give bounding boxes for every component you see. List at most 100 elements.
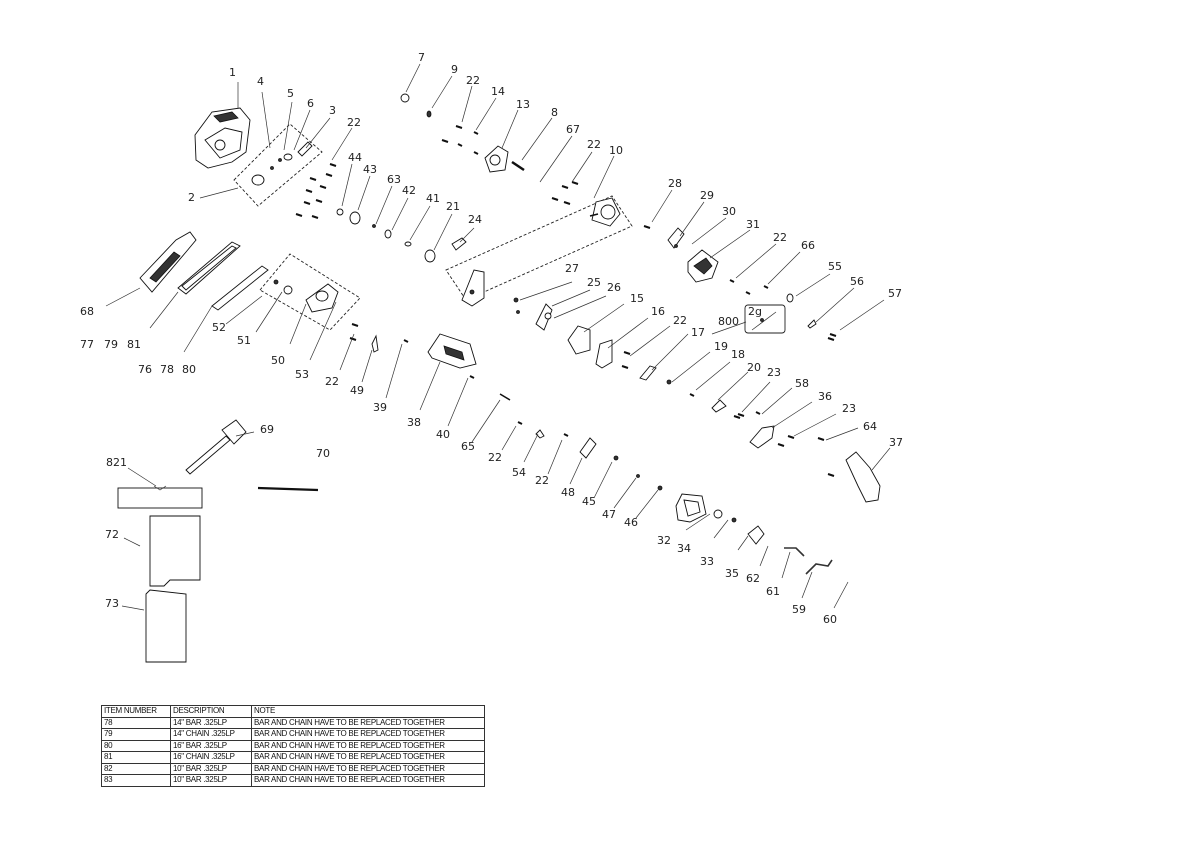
callout-22-c: 22 [587,138,601,151]
leader-lines [105,63,891,611]
callout-15: 15 [630,292,644,305]
callout-10: 10 [609,144,623,157]
callout-30: 30 [722,205,736,218]
callout-16: 16 [651,305,665,318]
callout-52: 52 [212,321,226,334]
manual-73 [145,589,187,663]
callout-54: 54 [512,466,526,479]
table-row: 82 10" BAR .325LP BAR AND CHAIN HAVE TO … [101,762,485,775]
parts-table: ITEM NUMBER DESCRIPTION NOTE 78 14" BAR … [101,705,485,787]
callout-53: 53 [295,368,309,381]
callout-43: 43 [363,163,377,176]
callout-61: 61 [766,585,780,598]
table-row: 83 10" BAR .325LP BAR AND CHAIN HAVE TO … [101,774,485,787]
callout-22-a: 22 [347,116,361,129]
table-header-row: ITEM NUMBER DESCRIPTION NOTE [101,705,485,718]
callout-64: 64 [863,420,877,433]
callout-22-h: 22 [535,474,549,487]
callout-4: 4 [257,75,264,88]
callout-65: 65 [461,440,475,453]
table-row: 79 14" CHAIN .325LP BAR AND CHAIN HAVE T… [101,728,485,741]
cell-item: 79 [101,728,171,741]
callout-13: 13 [516,98,530,111]
front-handle-part [845,451,881,503]
callout-18: 18 [731,348,745,361]
guide-bar-part [211,265,269,311]
callout-24: 24 [468,213,482,226]
callout-2g: 2g [748,305,762,318]
callout-8: 8 [551,106,558,119]
callout-22-e: 22 [673,314,687,327]
table-row: 78 14" BAR .325LP BAR AND CHAIN HAVE TO … [101,716,485,729]
callout-58: 58 [795,377,809,390]
cell-description: 16" CHAIN .325LP [170,751,252,764]
callout-29: 29 [700,189,714,202]
callout-39: 39 [373,401,387,414]
header-description: DESCRIPTION [170,705,252,718]
cell-description: 10" BAR .325LP [170,762,252,775]
callout-23-a: 23 [767,366,781,379]
callout-34: 34 [677,542,691,555]
callout-821: 821 [106,456,127,469]
callout-50: 50 [271,354,285,367]
cell-note: BAR AND CHAIN HAVE TO BE REPLACED TOGETH… [251,774,485,787]
cell-description: 14" CHAIN .325LP [170,728,252,741]
table-row: 81 16" CHAIN .325LP BAR AND CHAIN HAVE T… [101,751,485,764]
callout-60: 60 [823,613,837,626]
callout-76: 76 [138,363,152,376]
callout-800: 800 [718,315,739,328]
cell-item: 80 [101,739,171,752]
callout-22-f: 22 [325,375,339,388]
callout-45: 45 [582,495,596,508]
callout-5: 5 [287,87,294,100]
cell-description: 16" BAR .325LP [170,739,252,752]
callout-46: 46 [624,516,638,529]
callout-77: 77 [80,338,94,351]
callout-31: 31 [746,218,760,231]
callout-9: 9 [451,63,458,76]
cell-item: 81 [101,751,171,764]
callout-3: 3 [329,104,336,117]
callout-62: 62 [746,572,760,585]
wrench-part [185,435,231,475]
callout-55: 55 [828,260,842,273]
callout-27: 27 [565,262,579,275]
callout-23-b: 23 [842,402,856,415]
callout-79: 79 [104,338,118,351]
callout-37: 37 [889,436,903,449]
callout-1: 1 [229,66,236,79]
callout-67: 67 [566,123,580,136]
callout-59: 59 [792,603,806,616]
cell-note: BAR AND CHAIN HAVE TO BE REPLACED TOGETH… [251,762,485,775]
manual-72 [149,515,201,587]
callout-81: 81 [127,338,141,351]
callout-22-d: 22 [773,231,787,244]
callout-51: 51 [237,334,251,347]
callout-57: 57 [888,287,902,300]
callout-40: 40 [436,428,450,441]
callout-42: 42 [402,184,416,197]
callout-14: 14 [491,85,505,98]
callout-47: 47 [602,508,616,521]
callout-56: 56 [850,275,864,288]
cell-item: 78 [101,716,171,729]
callout-22-b: 22 [466,74,480,87]
callout-2: 2 [188,191,195,204]
callout-35: 35 [725,567,739,580]
manual-821 [117,487,203,509]
callout-49: 49 [350,384,364,397]
callout-80: 80 [182,363,196,376]
cell-item: 83 [101,774,171,787]
callout-48: 48 [561,486,575,499]
callout-36: 36 [818,390,832,403]
callout-21: 21 [446,200,460,213]
table-row: 80 16" BAR .325LP BAR AND CHAIN HAVE TO … [101,739,485,752]
callout-7: 7 [418,51,425,64]
fasteners [295,125,837,477]
callout-41: 41 [426,192,440,205]
callout-73: 73 [105,597,119,610]
callout-22-g: 22 [488,451,502,464]
callout-20: 20 [747,361,761,374]
callout-72: 72 [105,528,119,541]
cell-item: 82 [101,762,171,775]
